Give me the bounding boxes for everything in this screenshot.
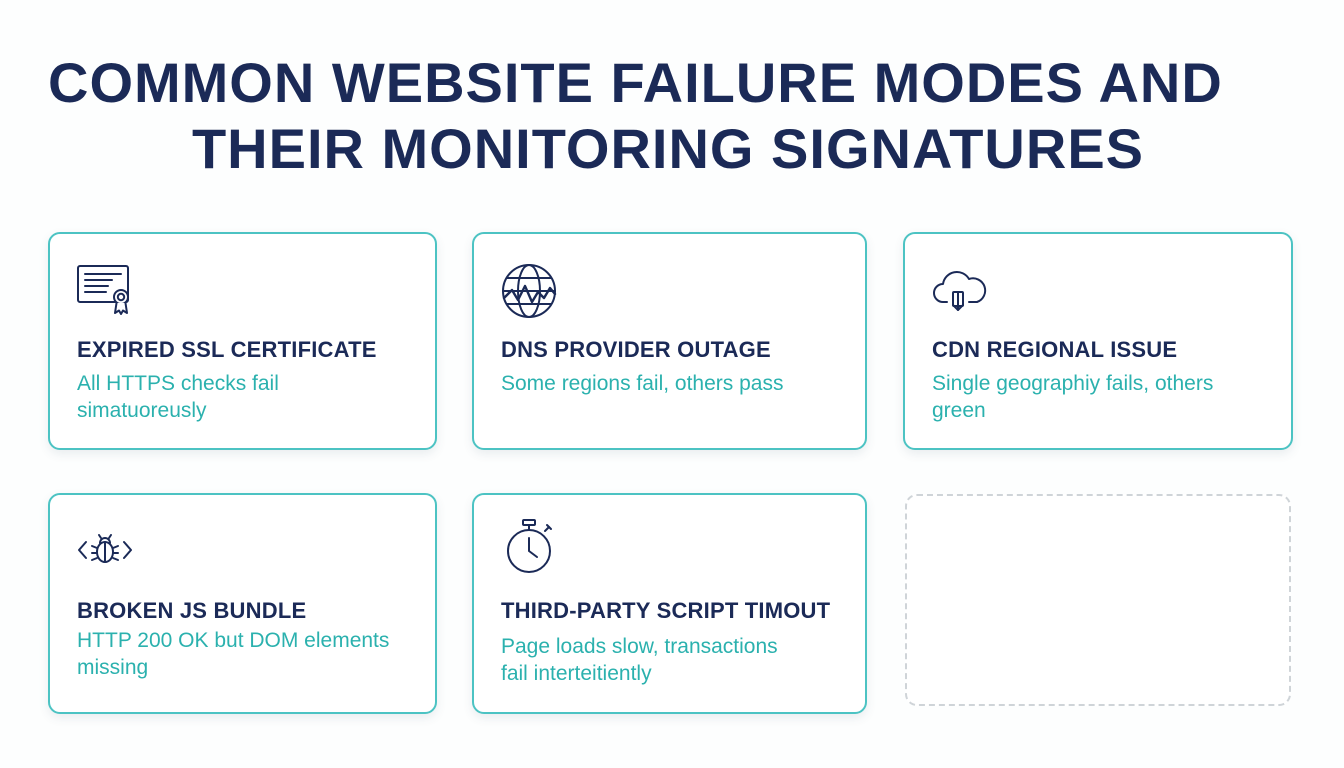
card-description: Single geographiy fails, others green	[932, 372, 1214, 422]
certificate-icon	[76, 262, 134, 320]
card-heading: BROKEN JS BUNDLE	[77, 598, 307, 623]
globe-icon	[500, 262, 558, 320]
card-description: Some regions fail, others pass	[501, 372, 784, 395]
card-broken-js-bundle: BROKEN JS BUNDLE HTTP 200 OK but DOM ele…	[48, 493, 437, 714]
page-title-line-2: THEIR MONITORING SIGNATURES	[191, 117, 1145, 180]
cloud-download-icon	[931, 262, 989, 320]
card-cdn-regional-issue: CDN REGIONAL ISSUE Single geographiy fai…	[903, 232, 1293, 450]
card-dns-provider-outage: DNS PROVIDER OUTAGE Some regions fail, o…	[472, 232, 867, 450]
card-expired-ssl-certificate: EXPIRED SSL CERTIFICATE All HTTPS checks…	[48, 232, 437, 450]
code-bug-icon	[76, 523, 134, 581]
card-heading: CDN REGIONAL ISSUE	[932, 337, 1178, 362]
card-description: HTTP 200 OK but DOM elements missing	[77, 629, 390, 679]
card-heading: THIRD-PARTY SCRIPT TIMOUT	[501, 598, 831, 623]
empty-card-placeholder	[905, 494, 1291, 706]
card-third-party-script-timeout: THIRD-PARTY SCRIPT TIMOUT Page loads slo…	[472, 493, 867, 714]
card-description: All HTTPS checks fail simatuoreusly	[77, 372, 279, 422]
stopwatch-icon	[500, 517, 558, 575]
page-title: COMMON WEBSITE FAILURE MODES AND THEIR M…	[0, 50, 1344, 182]
card-heading: DNS PROVIDER OUTAGE	[501, 337, 771, 362]
page-title-line-1: COMMON WEBSITE FAILURE MODES AND	[48, 51, 1223, 114]
card-heading: EXPIRED SSL CERTIFICATE	[77, 337, 377, 362]
card-description: Page loads slow, transactions fail inter…	[501, 635, 778, 685]
